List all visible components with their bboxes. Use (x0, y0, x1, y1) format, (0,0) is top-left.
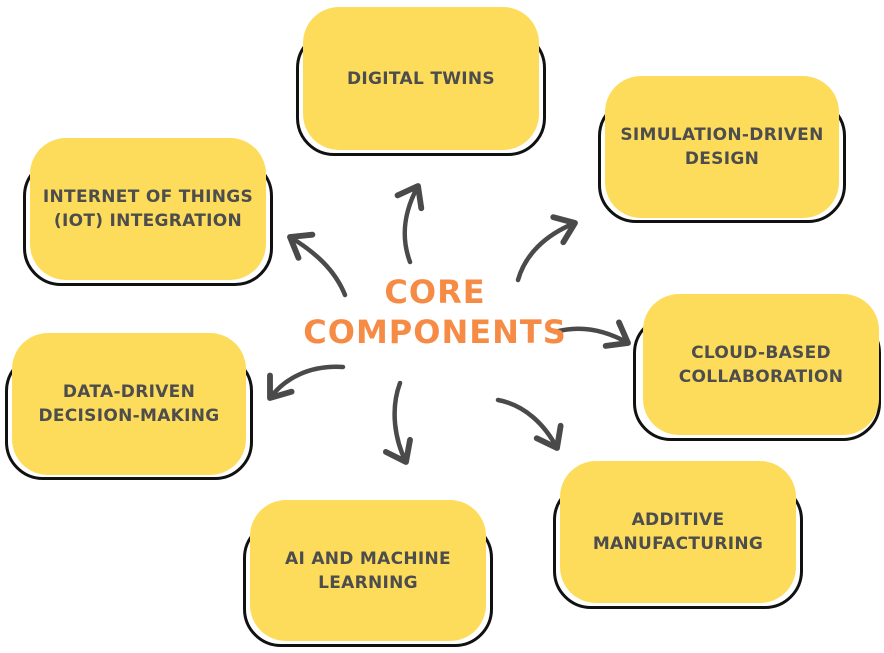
arrow-to-data-driven (267, 364, 346, 401)
center-title: CORE COMPONENTS (300, 272, 570, 352)
node-simulation-driven-design: SIMULATION-DRIVEN DESIGN (605, 76, 839, 218)
node-digital-twins: DIGITAL TWINS (303, 7, 539, 150)
node-data-driven-decision-making: DATA-DRIVEN DECISION-MAKING (12, 333, 246, 475)
arrow-to-digital-twins (394, 183, 425, 265)
arrow-to-ai (382, 380, 413, 465)
node-additive-manufacturing: ADDITIVE MANUFACTURING (560, 461, 796, 603)
node-iot-integration: INTERNET OF THINGS (IOT) INTEGRATION (30, 138, 266, 280)
arrow-to-iot (287, 231, 348, 298)
center-title-line1: CORE (384, 273, 486, 311)
center-title-line2: COMPONENTS (303, 313, 567, 351)
arrow-to-simulation (515, 214, 578, 283)
arrow-to-additive (495, 397, 564, 451)
node-ai-machine-learning: AI AND MACHINE LEARNING (250, 500, 486, 641)
arrow-to-cloud (552, 319, 631, 349)
node-cloud-based-collaboration: CLOUD-BASED COLLABORATION (643, 294, 879, 435)
